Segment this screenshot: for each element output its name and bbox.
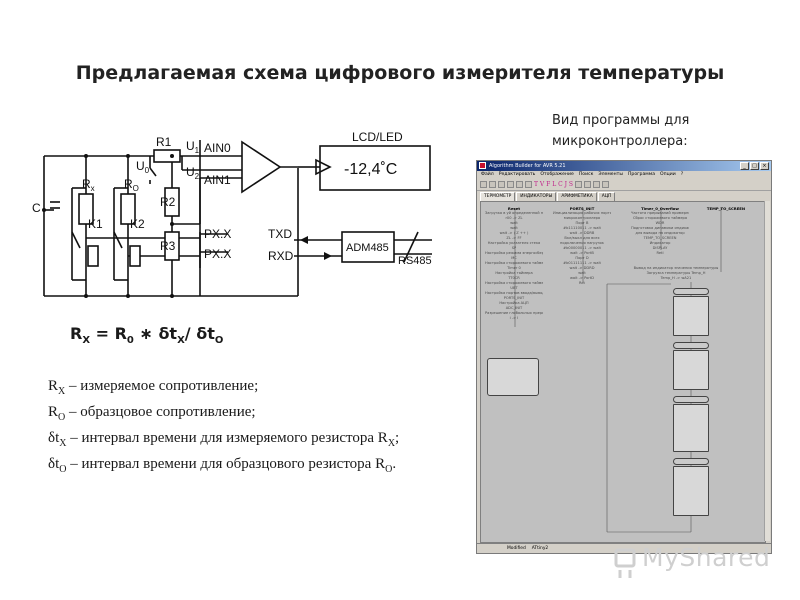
definition-dto: δtO – интервал времени для образцового р… bbox=[48, 456, 397, 475]
label-rx: Rx bbox=[82, 177, 95, 193]
label-c: C bbox=[32, 201, 41, 215]
minimize-icon[interactable]: _ bbox=[740, 162, 749, 170]
redo-icon[interactable] bbox=[584, 181, 592, 188]
flow-node[interactable] bbox=[673, 288, 709, 295]
circuit-diagram: R1 U1 U0 U2 AIN0 AIN1 R2 R3 C Rx RO K1 K… bbox=[32, 130, 432, 298]
flow-header: TEMP_TO_SCREEN bbox=[706, 206, 746, 211]
definition-dtx: δtX – интервал времени для измеряемого р… bbox=[48, 430, 400, 449]
flow-header: PORTS_INIT bbox=[569, 206, 595, 211]
label-r3: R3 bbox=[160, 239, 176, 253]
run-icon[interactable] bbox=[602, 181, 610, 188]
save-file-icon[interactable] bbox=[498, 181, 505, 188]
menu-help[interactable]: ? bbox=[680, 172, 684, 177]
app-toolbar: T V F L C J S bbox=[477, 179, 771, 191]
undo-icon[interactable] bbox=[575, 181, 583, 188]
algorithm-canvas[interactable]: Reset Загрузка в уй определенной памяти … bbox=[480, 201, 766, 543]
flow-column-temp-to-screen: TEMP_TO_SCREEN bbox=[691, 206, 761, 211]
display-value: -12,4˚C bbox=[344, 161, 397, 178]
menu-options[interactable]: Опции bbox=[660, 172, 676, 177]
label-pxx-1: PX.X bbox=[204, 227, 231, 241]
new-file-icon[interactable] bbox=[480, 181, 487, 188]
app-title: Algorithm Builder for AVR 5.21 bbox=[489, 163, 566, 169]
flow-node[interactable] bbox=[673, 296, 709, 336]
label-txd: TXD bbox=[268, 227, 292, 241]
label-rs485: RS485 bbox=[398, 255, 432, 267]
app-icon bbox=[479, 162, 486, 169]
label-pxx-2: PX.X bbox=[204, 247, 231, 261]
tab-thermometer[interactable]: ТЕРМОМЕТР bbox=[480, 192, 516, 201]
open-file-icon[interactable] bbox=[489, 181, 496, 188]
flow-node[interactable] bbox=[673, 466, 709, 516]
paste-icon[interactable] bbox=[525, 181, 532, 188]
flow-node[interactable] bbox=[673, 396, 709, 403]
tab-indicators[interactable]: ИНДИКАТОРЫ bbox=[516, 192, 557, 201]
program-caption: Вид программы для микроконтроллера: bbox=[552, 110, 689, 152]
app-statusbar: Modified ATtiny2 bbox=[477, 543, 771, 553]
flow-node[interactable] bbox=[673, 350, 709, 390]
label-u2: U2 bbox=[186, 165, 200, 181]
flow-header: Timer_0_Overflow bbox=[641, 206, 679, 211]
label-ro: RO bbox=[124, 177, 139, 193]
flow-node[interactable] bbox=[673, 342, 709, 349]
close-icon[interactable]: × bbox=[760, 162, 769, 170]
tab-adc[interactable]: АЦП bbox=[597, 192, 616, 201]
app-tabs: ТЕРМОМЕТР ИНДИКАТОРЫ АРИФМЕТИКА АЦП bbox=[477, 192, 771, 201]
label-r1: R1 bbox=[156, 135, 172, 149]
cut-icon[interactable] bbox=[507, 181, 514, 188]
label-r2: R2 bbox=[160, 195, 176, 209]
program-screenshot: Algorithm Builder for AVR 5.21 _ □ × Фай… bbox=[476, 160, 772, 554]
flow-column-reset: Reset Загрузка в уй определенной памяти … bbox=[485, 206, 543, 320]
formula: RX = R0 ∗ δtX/ δtO bbox=[70, 324, 224, 347]
caption-line-1: Вид программы для bbox=[552, 113, 690, 128]
compile-icon[interactable] bbox=[593, 181, 601, 188]
watermark-text: MyShared bbox=[642, 543, 771, 572]
label-rxd: RXD bbox=[268, 249, 294, 263]
status-modified: Modified bbox=[507, 546, 526, 551]
flow-header: Reset bbox=[507, 206, 521, 211]
vertical-scrollbar[interactable] bbox=[764, 201, 770, 541]
menu-program[interactable]: Программа bbox=[627, 172, 656, 177]
watermark-logo bbox=[614, 548, 636, 578]
caption-line-2: микроконтроллера: bbox=[552, 134, 688, 149]
flow-node[interactable] bbox=[673, 458, 709, 465]
definition-rx: RX – измеряемое сопротивление; bbox=[48, 378, 259, 397]
definitions-list: RX – измеряемое сопротивление; RO – обра… bbox=[48, 376, 478, 480]
menu-edit[interactable]: Редактировать bbox=[498, 172, 536, 177]
toolbar-element-letters[interactable]: T V F L C J S bbox=[534, 181, 574, 188]
menu-search[interactable]: Поиск bbox=[578, 172, 594, 177]
maximize-icon[interactable]: □ bbox=[750, 162, 759, 170]
label-u0: U0 bbox=[136, 159, 150, 175]
window-buttons: _ □ × bbox=[740, 162, 769, 170]
label-u1: U1 bbox=[186, 139, 200, 155]
app-menubar: Файл Редактировать Отображение Поиск Эле… bbox=[477, 171, 771, 179]
menu-view[interactable]: Отображение bbox=[540, 172, 574, 177]
menu-file[interactable]: Файл bbox=[481, 172, 494, 177]
label-ain1: AIN1 bbox=[204, 173, 231, 187]
label-adm485: ADM485 bbox=[346, 242, 389, 254]
app-titlebar: Algorithm Builder for AVR 5.21 _ □ × bbox=[477, 161, 771, 171]
copy-icon[interactable] bbox=[516, 181, 523, 188]
flow-temp-to-screen-body: Вывод на индикатор значения температуры … bbox=[633, 266, 719, 280]
menu-elements[interactable]: Элементы bbox=[598, 172, 623, 177]
page-title: Предлагаемая схема цифрового измерителя … bbox=[75, 62, 725, 84]
flow-column-timer-overflow: Timer_0_Overflow Частота прерываний прим… bbox=[631, 206, 689, 255]
tab-arithmetic[interactable]: АРИФМЕТИКА bbox=[557, 192, 597, 201]
label-k2: K2 bbox=[130, 217, 145, 231]
status-device: ATtiny2 bbox=[531, 546, 549, 551]
definition-ro: RO – образцовое сопротивление; bbox=[48, 404, 256, 423]
label-lcd: LCD/LED bbox=[352, 130, 403, 144]
flow-column-ports-init: PORTS_INIT Инициализация рабочих портов … bbox=[553, 206, 611, 285]
label-ain0: AIN0 bbox=[204, 141, 231, 155]
flow-node[interactable] bbox=[673, 404, 709, 452]
label-k1: K1 bbox=[88, 217, 103, 231]
flow-node[interactable] bbox=[487, 358, 539, 396]
